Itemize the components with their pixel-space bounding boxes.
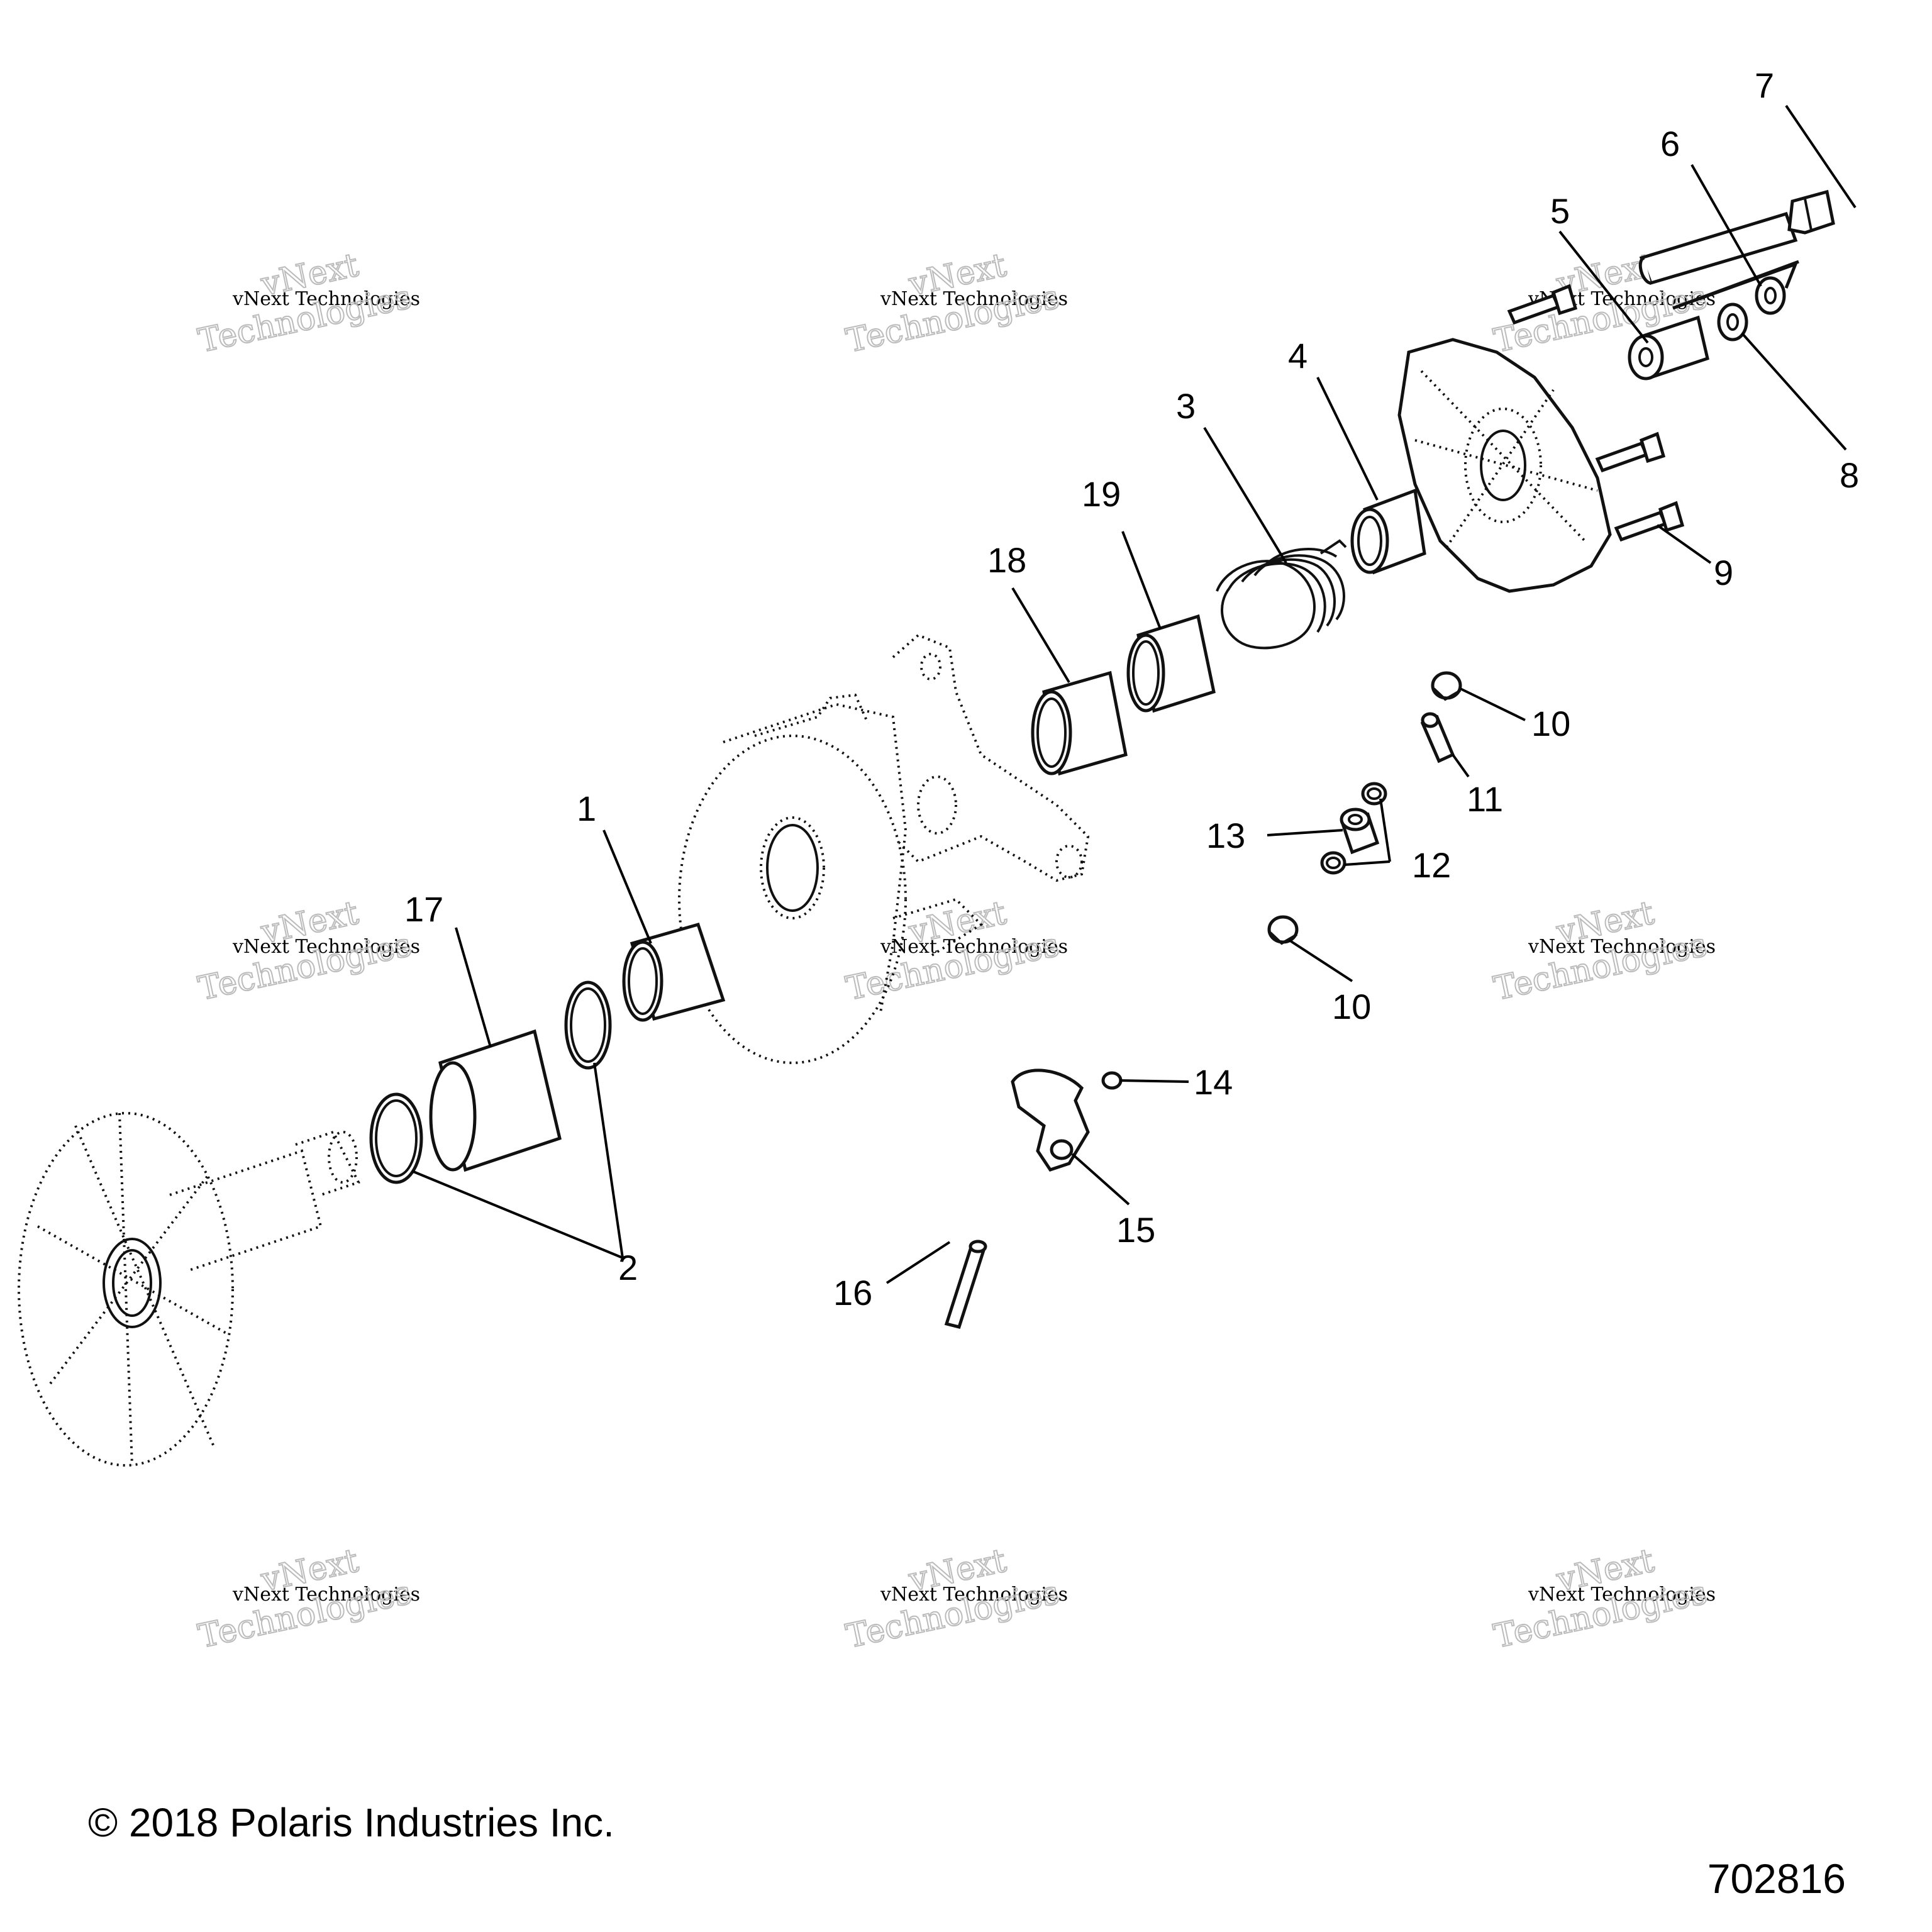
leader-11 [1452, 753, 1470, 778]
callout-6: 6 [1660, 124, 1680, 164]
callouts: 1 2 3 4 5 6 7 8 9 10 10 11 12 13 14 15 1… [404, 65, 1859, 1313]
part-bushing-18 [1031, 670, 1128, 776]
callout-3: 3 [1176, 386, 1196, 426]
part-spacer-5 [1628, 315, 1709, 380]
part-oring-2-a [564, 980, 612, 1070]
watermark-2: vNext vNext Technologies Technologies [842, 246, 1068, 361]
part-oring-12-b [1320, 851, 1346, 875]
leader-15 [1071, 1153, 1130, 1206]
watermark-4: vNext vNext Technologies Technologies [194, 894, 420, 1009]
watermark-1: vNext vNext Technologies Technologies [194, 246, 420, 361]
callout-19: 19 [1082, 474, 1121, 514]
part-bolt-9-a [1507, 284, 1578, 325]
part-cover-plate [1397, 338, 1612, 593]
watermark-line2: vNext Technologies [232, 936, 420, 958]
leader-12b [1344, 860, 1391, 866]
watermark-line2: vNext Technologies [232, 1584, 420, 1606]
leader-18 [1011, 587, 1070, 684]
leader-5 [1558, 230, 1649, 344]
part-roller-13 [1340, 808, 1380, 855]
leader-2b [411, 1170, 623, 1259]
part-fixed-sheave [18, 1112, 360, 1467]
part-nut-14 [1101, 1071, 1123, 1090]
figure-number: 702816 [1707, 1855, 1846, 1902]
watermark-line2: vNext Technologies [1528, 1584, 1716, 1606]
callout-15: 15 [1116, 1210, 1155, 1250]
callout-10-b: 10 [1332, 987, 1371, 1026]
callout-9: 9 [1714, 553, 1733, 592]
leader-17 [455, 927, 492, 1048]
part-moveable-sheave [678, 633, 1090, 1064]
part-spring-3 [1216, 539, 1347, 650]
part-bushing-1 [622, 922, 726, 1022]
part-sleeve-17 [429, 1029, 562, 1172]
leader-3 [1203, 426, 1287, 564]
leader-10b [1288, 939, 1353, 982]
leader-6 [1690, 164, 1762, 287]
part-bolt-9-c [1614, 501, 1685, 542]
watermark-line2: vNext Technologies [1528, 936, 1716, 958]
leader-1 [602, 830, 652, 944]
watermark-8: vNext vNext Technologies Technologies [842, 1541, 1068, 1657]
part-plug-10-b [1267, 915, 1299, 945]
callout-5: 5 [1550, 191, 1570, 231]
part-bolt-9-b [1595, 431, 1666, 473]
callout-16: 16 [833, 1273, 872, 1313]
part-bushing-4 [1350, 488, 1426, 575]
leader-lines [411, 104, 1857, 1284]
callout-13: 13 [1206, 816, 1245, 855]
leader-4 [1316, 377, 1379, 501]
callout-7: 7 [1755, 65, 1774, 105]
parts [18, 189, 1835, 1467]
part-plug-10-a [1431, 671, 1462, 701]
watermark-line2: vNext Technologies [232, 288, 420, 310]
callout-11: 11 [1467, 779, 1503, 819]
part-pin-11 [1420, 712, 1455, 763]
leader-7 [1785, 104, 1857, 209]
watermark-9: vNext vNext Technologies Technologies [1490, 1541, 1716, 1657]
watermark-7: vNext vNext Technologies Technologies [194, 1541, 420, 1657]
watermark-line2: vNext Technologies [880, 936, 1068, 958]
leader-16 [886, 1241, 951, 1284]
part-weight-15 [1011, 1069, 1090, 1172]
part-bushing-19 [1126, 614, 1216, 713]
callout-17: 17 [404, 889, 443, 929]
callout-2: 2 [618, 1248, 638, 1287]
callout-10-a: 10 [1531, 704, 1570, 743]
callout-1: 1 [577, 789, 596, 828]
callout-18: 18 [987, 540, 1026, 580]
watermark-line2: vNext Technologies [880, 288, 1068, 310]
leader-12a [1379, 798, 1391, 862]
callout-8: 8 [1840, 455, 1859, 495]
watermark-line2: vNext Technologies [880, 1584, 1068, 1606]
leader-2a [593, 1062, 624, 1258]
leader-13 [1267, 829, 1343, 836]
leader-10a [1460, 687, 1526, 721]
leader-8 [1741, 332, 1847, 451]
callout-4: 4 [1288, 336, 1307, 375]
part-washer-6 [1755, 276, 1786, 315]
leader-19 [1121, 531, 1162, 630]
part-oring-2-b [369, 1092, 423, 1184]
part-pin-16 [944, 1240, 987, 1329]
leader-14 [1119, 1079, 1189, 1083]
part-washer-8 [1717, 303, 1748, 341]
part-oring-12-a [1361, 782, 1387, 806]
copyright-text: © 2018 Polaris Industries Inc. [88, 1800, 614, 1845]
part-bolt-7 [1638, 189, 1835, 310]
watermark-6: vNext vNext Technologies Technologies [1490, 894, 1716, 1009]
watermark-5: vNext vNext Technologies Technologies [842, 894, 1068, 1009]
callout-14: 14 [1194, 1062, 1233, 1102]
callout-12: 12 [1412, 845, 1451, 885]
leader-9 [1656, 524, 1712, 564]
